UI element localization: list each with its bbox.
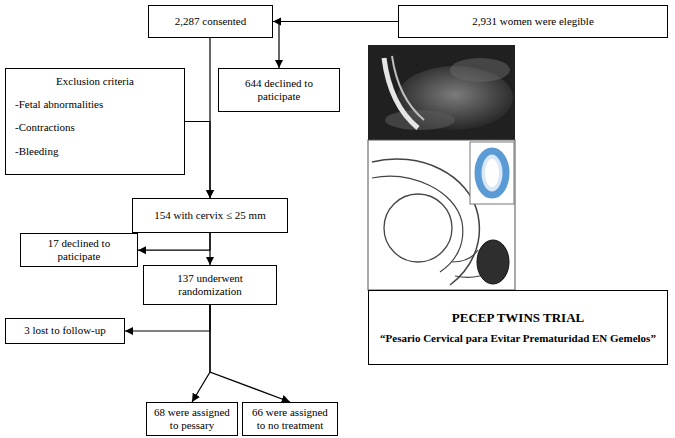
box-label: 644 declined to paticipate bbox=[224, 77, 334, 103]
fetal-head bbox=[384, 194, 452, 262]
box-heading: Exclusion criteria bbox=[11, 75, 179, 88]
box-label: 2,931 women were elegible bbox=[404, 15, 662, 28]
ultrasound-image bbox=[368, 45, 515, 140]
ultrasound-tissue bbox=[450, 58, 510, 82]
box-label: “Pesario Cervical para Evitar Prematurid… bbox=[374, 332, 662, 345]
pessary-ring-hole bbox=[485, 159, 499, 187]
process-box: 68 were assigned to pessary bbox=[146, 402, 238, 436]
sketch-frame bbox=[368, 140, 515, 290]
box-label: -Fetal abnormalities bbox=[11, 98, 179, 111]
flow-arrow bbox=[185, 122, 210, 199]
pessary-echo bbox=[392, 56, 424, 120]
box-label: 3 lost to follow-up bbox=[11, 324, 119, 337]
flow-arrow bbox=[125, 305, 210, 331]
pessary-drawing bbox=[477, 240, 509, 284]
criteria-box: Exclusion criteria -Fetal abnormalities -C… bbox=[5, 68, 185, 175]
box-label: -Bleeding bbox=[11, 145, 179, 158]
uterus-outline bbox=[372, 176, 463, 272]
box-label: 68 were assigned to pessary bbox=[152, 406, 232, 432]
title-box: PECEP TWINS TRIAL “Pesario Cervical para … bbox=[368, 290, 668, 365]
ultrasound-tissue bbox=[385, 110, 455, 130]
box-label: 2,287 consented bbox=[154, 15, 267, 28]
flow-arrow bbox=[138, 233, 210, 250]
process-box: 3 lost to follow-up bbox=[5, 318, 125, 344]
box-label: 137 underwent randomization bbox=[149, 272, 271, 298]
process-box: 154 with cervix ≤ 25 mm bbox=[132, 198, 288, 233]
pessary-ring bbox=[478, 151, 506, 195]
box-label: -Contractions bbox=[11, 121, 179, 134]
box-label: 66 were assigned to no treatment bbox=[248, 406, 332, 432]
pessary-inset bbox=[470, 142, 514, 204]
flow-arrow bbox=[279, 22, 398, 69]
process-box: 2,287 consented bbox=[148, 5, 273, 38]
box-heading: PECEP TWINS TRIAL bbox=[374, 310, 662, 326]
process-box: 644 declined to paticipate bbox=[218, 68, 340, 112]
process-box: 137 underwent randomization bbox=[143, 265, 277, 305]
process-box: 66 were assigned to no treatment bbox=[242, 402, 338, 436]
process-box: 17 declined to paticipate bbox=[20, 233, 138, 267]
process-box: 2,931 women were elegible bbox=[398, 5, 668, 38]
box-label: 17 declined to paticipate bbox=[26, 237, 132, 263]
pessary-echo bbox=[384, 58, 418, 128]
flow-arrow bbox=[210, 305, 290, 402]
flow-arrow bbox=[192, 305, 210, 402]
uterus-outline bbox=[372, 159, 479, 285]
box-label: 154 with cervix ≤ 25 mm bbox=[138, 209, 282, 222]
